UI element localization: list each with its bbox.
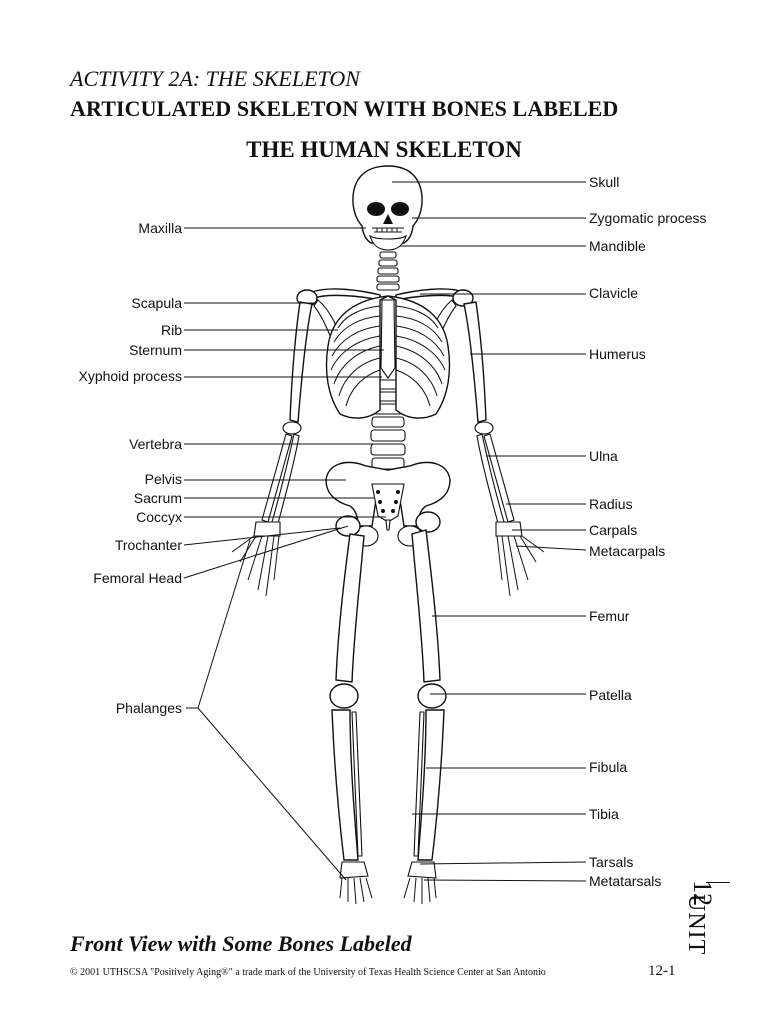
label-skull: Skull <box>589 174 620 190</box>
copyright-notice: © 2001 UTHSCSA "Positively Aging®" a tra… <box>70 967 546 978</box>
label-ulna: Ulna <box>589 448 618 464</box>
label-metacarpals: Metacarpals <box>589 543 666 559</box>
page-subtitle: ARTICULATED SKELETON WITH BONES LABELED <box>70 96 619 121</box>
label-fibula: Fibula <box>589 759 628 775</box>
label-femoral-head: Femoral Head <box>93 570 182 586</box>
label-metatarsals: Metatarsals <box>589 873 662 889</box>
label-phalanges: Phalanges <box>115 700 182 716</box>
label-tibia: Tibia <box>589 806 619 822</box>
label-carpals: Carpals <box>589 522 638 538</box>
left-arm-figure <box>231 301 313 597</box>
page-number: 12-1 <box>648 963 676 979</box>
label-tarsals: Tarsals <box>589 854 634 870</box>
unit-marker: 12 <box>647 880 717 970</box>
label-maxilla: Maxilla <box>138 220 182 236</box>
label-radius: Radius <box>589 496 633 512</box>
unit-word: UNIT <box>683 894 709 956</box>
label-trochanter: Trochanter <box>114 537 182 553</box>
label-sternum: Sternum <box>129 342 182 358</box>
right-leg-figure <box>403 511 447 904</box>
label-pelvis: Pelvis <box>144 471 182 487</box>
label-scapula: Scapula <box>131 295 182 311</box>
figure-caption: Front View with Some Bones Labeled <box>70 931 412 956</box>
label-rib: Rib <box>160 322 182 338</box>
left-leader-lines <box>183 227 386 881</box>
label-humerus: Humerus <box>589 346 646 362</box>
diagram-title: THE HUMAN SKELETON <box>246 137 522 162</box>
label-mandible: Mandible <box>589 238 646 254</box>
unit-divider <box>706 882 730 883</box>
right-leader-lines <box>392 181 587 882</box>
right-arm-figure <box>463 301 545 597</box>
label-xyphoid-process: Xyphoid process <box>78 368 182 384</box>
label-zygomatic-process: Zygomatic process <box>589 210 707 226</box>
label-coccyx: Coccyx <box>136 509 182 525</box>
label-sacrum: Sacrum <box>133 490 182 506</box>
activity-heading: ACTIVITY 2A: THE SKELETON <box>70 66 360 91</box>
ribcage-figure <box>325 295 451 419</box>
label-femur: Femur <box>589 608 630 624</box>
label-patella: Patella <box>589 687 632 703</box>
skull-figure <box>352 165 423 251</box>
left-leg-figure <box>329 515 373 905</box>
label-vertebra: Vertebra <box>129 436 182 452</box>
label-clavicle: Clavicle <box>589 285 639 301</box>
